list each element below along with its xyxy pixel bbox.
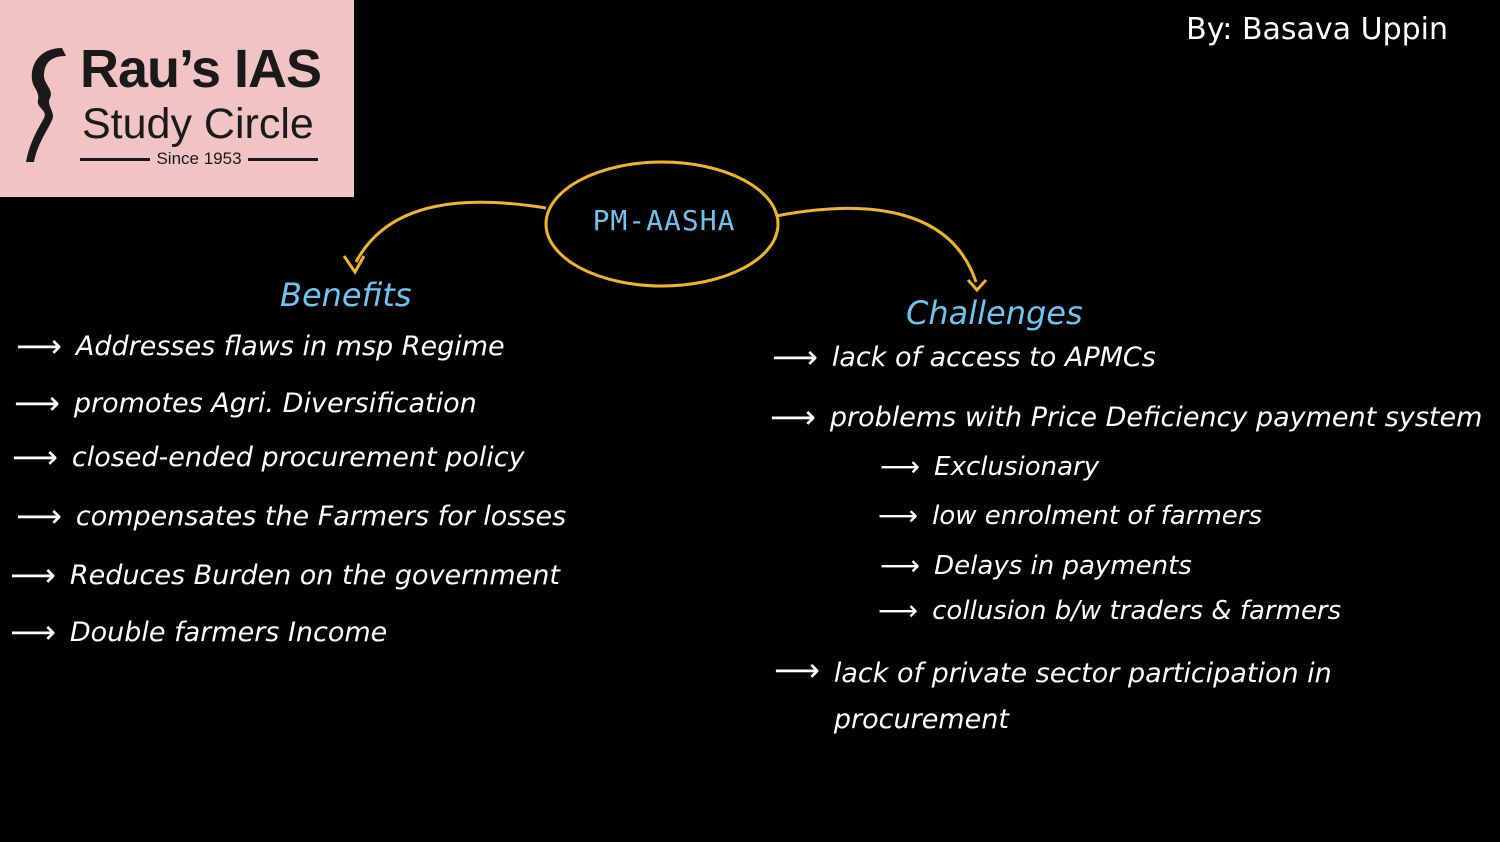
arrow-icon: ⟶ — [770, 398, 816, 436]
arrow-icon: ⟶ — [16, 327, 62, 365]
challenge-sub-item: ⟶ collusion b/w traders & farmers — [878, 594, 1341, 627]
logo-since-row: Since 1953 — [80, 148, 319, 170]
benefit-item-text: promotes Agri. Diversification — [73, 387, 477, 419]
logo-name: Rau’s IAS — [80, 39, 322, 99]
logo-block: Rau’s IAS Study Circle Since 1953 — [0, 0, 354, 197]
central-node-label: PM-AASHA — [592, 204, 736, 237]
profile-mark-icon — [26, 48, 66, 162]
challenge-sub-item: ⟶ Exclusionary — [880, 450, 1099, 483]
arrowhead-challenges-icon — [966, 278, 988, 293]
challenge-sub-item-text: low enrolment of farmers — [932, 500, 1263, 531]
arrow-icon: ⟶ — [16, 497, 62, 535]
challenge-sub-item-text: collusion b/w traders & farmers — [932, 595, 1342, 626]
challenge-sub-item-text: Delays in payments — [934, 550, 1192, 581]
challenge-sub-item-text: Exclusionary — [934, 451, 1100, 482]
author-credit: By: Basava Uppin — [1186, 12, 1448, 47]
logo-since: Since 1953 — [156, 149, 242, 168]
divider-line — [80, 157, 151, 161]
connector-to-challenges — [775, 206, 978, 283]
challenge-sub-item: ⟶ low enrolment of farmers — [878, 499, 1262, 532]
challenge-item: ⟶ problems with Price Deficiency payment… — [770, 398, 1482, 436]
arrow-icon: ⟶ — [880, 450, 921, 483]
benefit-item: ⟶ compensates the Farmers for losses — [16, 497, 566, 535]
arrow-icon: ⟶ — [14, 384, 60, 422]
arrow-icon: ⟶ — [878, 499, 919, 532]
arrow-icon: ⟶ — [772, 338, 818, 376]
challenge-item-text: problems with Price Deficiency payment s… — [829, 401, 1483, 433]
challenge-item: ⟶ lack of private sector participation i… — [774, 651, 1394, 743]
arrow-icon: ⟶ — [10, 556, 56, 594]
divider-line — [247, 157, 319, 161]
arrow-icon: ⟶ — [878, 594, 919, 627]
arrow-icon: ⟶ — [12, 438, 58, 476]
challenge-sub-item: ⟶ Delays in payments — [880, 549, 1192, 582]
challenge-item: ⟶ lack of access to APMCs — [772, 338, 1156, 376]
benefit-item: ⟶ Reduces Burden on the government — [10, 556, 560, 594]
benefit-item-text: Reduces Burden on the government — [69, 559, 560, 591]
arrow-icon: ⟶ — [774, 651, 820, 689]
benefit-item-text: Addresses flaws in msp Regime — [75, 330, 505, 362]
benefit-item: ⟶ promotes Agri. Diversification — [14, 384, 477, 422]
challenge-item-text: lack of private sector participation in … — [833, 658, 1332, 735]
arrow-icon: ⟶ — [880, 549, 921, 582]
challenge-item-text: lack of access to APMCs — [831, 341, 1156, 373]
benefit-item-text: Double farmers Income — [69, 616, 388, 648]
benefit-item: ⟶ Addresses flaws in msp Regime — [16, 327, 505, 365]
arrowhead-benefits-icon — [342, 255, 366, 275]
benefit-item-text: compensates the Farmers for losses — [75, 500, 567, 532]
benefit-item: ⟶ closed-ended procurement policy — [12, 438, 525, 476]
arrow-icon: ⟶ — [10, 613, 56, 651]
benefits-heading: Benefits — [280, 276, 412, 314]
benefit-item-text: closed-ended procurement policy — [71, 441, 525, 473]
benefit-item: ⟶ Double farmers Income — [10, 613, 387, 651]
central-node-ellipse — [544, 160, 780, 288]
logo-subtitle: Study Circle — [82, 100, 314, 148]
challenges-heading: Challenges — [906, 294, 1083, 332]
connector-to-benefits — [354, 200, 547, 263]
